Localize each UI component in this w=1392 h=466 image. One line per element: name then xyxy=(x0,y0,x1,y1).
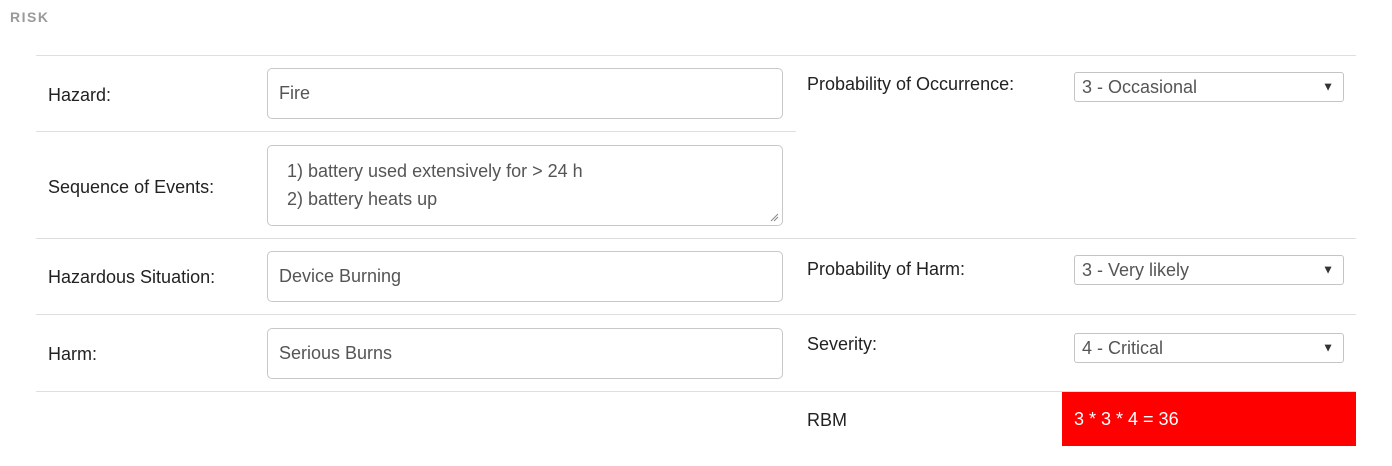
chevron-down-icon: ▼ xyxy=(1322,340,1334,355)
hazard-label: Hazard: xyxy=(48,85,112,105)
probability-of-harm-select[interactable]: 3 - Very likely ▼ xyxy=(1074,255,1344,285)
chevron-down-icon: ▼ xyxy=(1322,79,1334,94)
hazardous-situation-input[interactable]: Device Burning xyxy=(267,251,783,302)
harm-input[interactable]: Serious Burns xyxy=(267,328,783,379)
sequence-line-2: 2) battery heats up xyxy=(287,189,438,209)
section-title: RISK xyxy=(10,9,50,25)
rbm-label: RBM xyxy=(807,410,847,430)
harm-label: Harm: xyxy=(48,344,97,364)
divider xyxy=(36,391,1356,392)
rbm-value-badge: 3 * 3 * 4 = 36 xyxy=(1062,392,1356,446)
probability-of-occurrence-select[interactable]: 3 - Occasional ▼ xyxy=(1074,72,1344,102)
resize-grip-icon[interactable] xyxy=(769,212,779,222)
rbm-value: 3 * 3 * 4 = 36 xyxy=(1074,408,1179,429)
sequence-line-1: 1) battery used extensively for > 24 h xyxy=(287,161,583,181)
hazard-input[interactable]: Fire xyxy=(267,68,783,119)
severity-select[interactable]: 4 - Critical ▼ xyxy=(1074,333,1344,363)
hazardous-situation-value: Device Burning xyxy=(279,266,402,286)
probability-of-occurrence-value: 3 - Occasional xyxy=(1082,76,1198,97)
probability-of-occurrence-label: Probability of Occurrence: xyxy=(807,74,1015,94)
divider xyxy=(36,131,796,132)
divider xyxy=(36,238,1356,239)
chevron-down-icon: ▼ xyxy=(1322,262,1334,277)
sequence-of-events-label: Sequence of Events: xyxy=(48,177,215,197)
severity-value: 4 - Critical xyxy=(1082,337,1164,358)
probability-of-harm-value: 3 - Very likely xyxy=(1082,259,1190,280)
divider xyxy=(36,55,1356,56)
probability-of-harm-label: Probability of Harm: xyxy=(807,259,966,279)
sequence-of-events-textarea[interactable]: 1) battery used extensively for > 24 h 2… xyxy=(267,145,783,226)
hazard-value: Fire xyxy=(279,83,310,103)
harm-value: Serious Burns xyxy=(279,343,393,363)
hazardous-situation-label: Hazardous Situation: xyxy=(48,267,216,287)
severity-label: Severity: xyxy=(807,334,878,354)
divider xyxy=(36,314,1356,315)
